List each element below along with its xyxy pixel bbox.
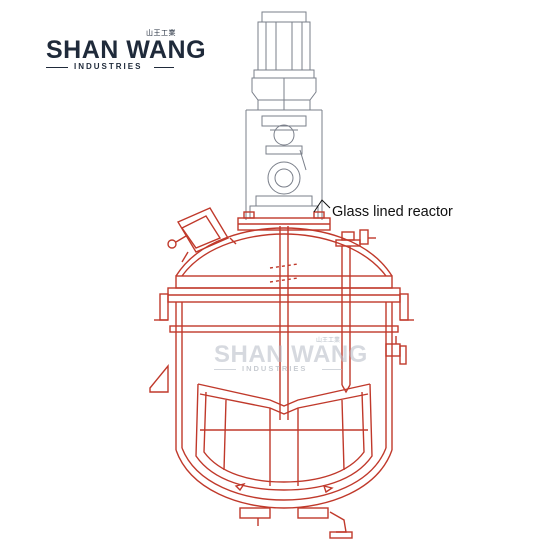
logo-divider-left [46,67,68,68]
drive-frame [245,109,323,220]
agitator-shaft [269,226,299,420]
top-dished-head [175,227,393,277]
watermark-divider-right [322,369,342,370]
top-flange [237,211,331,231]
anchor-agitator [195,383,373,491]
watermark-divider-left [214,369,236,370]
logo-name: SHAN WANG [46,36,207,64]
label-leader [313,199,331,213]
logo-subtitle: INDUSTRIES [74,62,143,71]
watermark-name: SHAN WANG [214,341,368,368]
gearbox [251,77,317,111]
watermark-chinese-text: 山王工業 [316,337,341,344]
flow-arrows [234,482,334,494]
logo-chinese-text: 山王工業 [146,29,176,37]
bottom-outlets [239,507,353,539]
logo-divider-right [154,67,174,68]
manhole [167,207,237,263]
reactor-shell [169,302,399,450]
bottom-dished-head [175,449,393,509]
dip-tube [335,229,376,394]
motor [253,11,315,79]
support-leg [149,364,169,393]
side-nozzles [154,293,414,365]
reactor-label: Glass lined reactor [332,204,453,220]
logo-subtitle-row: INDUSTRIES [46,62,174,74]
watermark-subtitle-row: INDUSTRIES [214,364,342,374]
watermark-subtitle: INDUSTRIES [242,364,308,373]
